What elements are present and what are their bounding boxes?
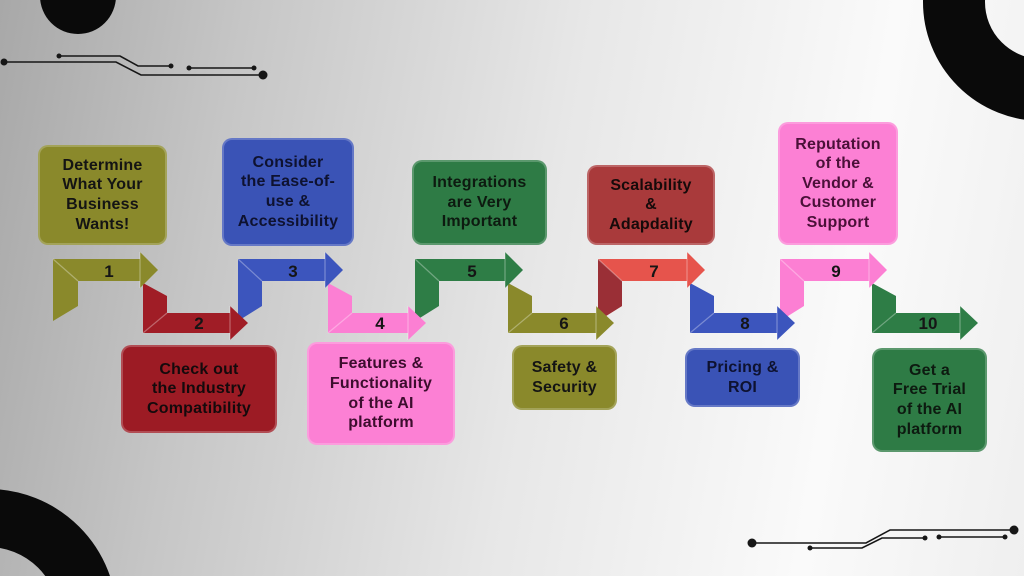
arrow-5 <box>414 252 523 321</box>
step-box-2: Check out the Industry Compatibility <box>121 345 277 433</box>
top-right-ring <box>923 0 1024 120</box>
step-label-4: Features & Functionality of the AI platf… <box>329 355 433 432</box>
arrow-7-shape <box>598 252 705 321</box>
step-label-2: Check out the Industry Compatibility <box>147 360 251 417</box>
step-box-6: Safety & Security <box>512 345 617 410</box>
step-box-4: Features & Functionality of the AI platf… <box>307 342 455 445</box>
arrow-4-number: 4 <box>375 314 385 333</box>
arrow-9-shape <box>780 252 887 321</box>
step-box-8: Pricing & ROI <box>685 348 800 407</box>
arrow-1-shape <box>53 252 158 321</box>
arrow-8 <box>689 283 795 340</box>
arrow-1-number: 1 <box>104 262 113 281</box>
arrow-4 <box>327 283 426 340</box>
arrow-2-shape <box>143 283 248 340</box>
step-label-9: Reputation of the Vendor & Customer Supp… <box>795 135 881 231</box>
arrow-5-shape <box>415 252 523 321</box>
step-label-7: Scalability & Adapdality <box>609 176 693 233</box>
arrow-7 <box>597 252 705 321</box>
arrow-7-elbow-shade <box>598 259 622 321</box>
arrow-6-number: 6 <box>559 314 568 333</box>
step-box-1: Determine What Your Business Wants! <box>38 145 167 245</box>
arrow-10-number: 10 <box>919 314 938 333</box>
arrow-7-number: 7 <box>649 262 658 281</box>
step-box-5: Integrations are Very Important <box>412 160 547 245</box>
circuit-trace-top-left <box>0 53 268 80</box>
arrow-6 <box>507 283 614 340</box>
step-label-3: Consider the Ease-of- use & Accessibilit… <box>237 153 339 230</box>
arrow-3-shape <box>238 252 343 321</box>
arrow-4-shape <box>328 283 426 340</box>
arrow-10 <box>871 283 978 340</box>
circuit-trace-bottom-right <box>747 525 1019 551</box>
step-label-5: Integrations are Very Important <box>432 174 527 231</box>
arrow-3-number: 3 <box>288 262 297 281</box>
step-box-9: Reputation of the Vendor & Customer Supp… <box>778 122 898 245</box>
arrow-8-shape <box>690 283 795 340</box>
step-label-10: Get a Free Trial of the AI platform <box>892 361 967 438</box>
step-label-1: Determine What Your Business Wants! <box>62 156 143 233</box>
step-box-3: Consider the Ease-of- use & Accessibilit… <box>222 138 354 246</box>
step-label-8: Pricing & ROI <box>706 358 779 396</box>
arrow-6-shape <box>508 283 614 340</box>
arrow-8-number: 8 <box>740 314 749 333</box>
arrow-10-shape <box>872 283 978 340</box>
arrow-2-number: 2 <box>194 314 203 333</box>
arrow-2 <box>142 283 248 340</box>
arrow-3 <box>237 252 343 321</box>
step-label-6: Safety & Security <box>531 358 598 396</box>
step-box-10: Get a Free Trial of the AI platform <box>872 348 987 452</box>
arrow-9 <box>779 252 887 321</box>
top-left-semicircle <box>40 0 116 34</box>
arrow-1 <box>52 252 158 321</box>
step-box-7: Scalability & Adapdality <box>587 165 715 245</box>
arrow-5-number: 5 <box>467 262 476 281</box>
arrow-9-number: 9 <box>831 262 840 281</box>
